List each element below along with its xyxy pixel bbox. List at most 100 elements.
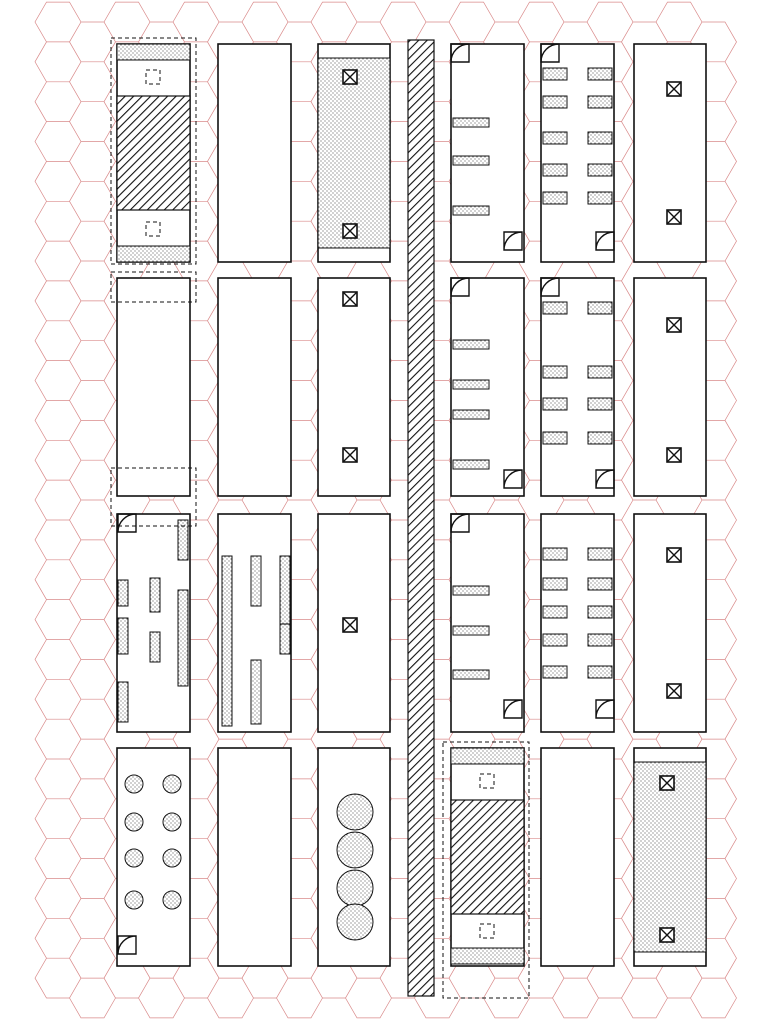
bunk-icon bbox=[542, 605, 568, 619]
table-seat bbox=[124, 848, 144, 868]
bunk-icon bbox=[587, 95, 613, 109]
deck-plate-top-b bbox=[450, 747, 525, 765]
bunk-icon bbox=[587, 605, 613, 619]
hatch-icon bbox=[479, 923, 495, 939]
cargo-bay-bottom bbox=[450, 799, 525, 915]
corridor-bunk bbox=[452, 205, 490, 216]
fixture-block bbox=[177, 589, 189, 687]
table-seat bbox=[162, 890, 182, 910]
floor-marker-cross bbox=[342, 69, 358, 85]
bunk-icon bbox=[542, 547, 568, 561]
stair-well-icon bbox=[503, 469, 523, 489]
room-c3-r2 bbox=[450, 513, 525, 733]
floor-marker-cross bbox=[666, 447, 682, 463]
bunk-icon bbox=[542, 163, 568, 177]
fixture-block bbox=[117, 681, 129, 723]
lounge-seat bbox=[336, 793, 374, 831]
lounge-seat bbox=[336, 869, 374, 907]
cargo-bay-top bbox=[116, 95, 191, 211]
floor-marker-cross bbox=[666, 209, 682, 225]
fixture-block bbox=[117, 579, 129, 607]
corridor-bunk bbox=[452, 669, 490, 680]
corridor-bunk bbox=[452, 117, 490, 128]
stair-well-icon bbox=[450, 277, 470, 297]
bunk-icon bbox=[587, 397, 613, 411]
room-c5-r2 bbox=[633, 513, 707, 733]
locker-rack bbox=[221, 555, 233, 727]
floor-marker-cross bbox=[666, 317, 682, 333]
room-layer bbox=[110, 37, 707, 999]
floor-marker-cross bbox=[666, 81, 682, 97]
floor-marker-cross bbox=[666, 683, 682, 699]
stair-well-icon bbox=[595, 231, 615, 251]
room-c0-r1 bbox=[116, 277, 191, 497]
floor-marker-cross bbox=[659, 775, 675, 791]
bunk-icon bbox=[542, 301, 568, 315]
table-seat bbox=[162, 812, 182, 832]
lounge-seat bbox=[336, 831, 374, 869]
bunk-icon bbox=[542, 67, 568, 81]
stair-well-icon bbox=[450, 43, 470, 63]
fixture-block bbox=[177, 519, 189, 561]
corridor-bunk bbox=[452, 625, 490, 636]
bunk-icon bbox=[542, 397, 568, 411]
deck-plate-top bbox=[116, 43, 191, 61]
stippled-deck-a bbox=[317, 57, 391, 249]
floor-marker-cross bbox=[666, 547, 682, 563]
bunk-icon bbox=[542, 431, 568, 445]
deck-plate-bottom bbox=[116, 245, 191, 263]
corridor-bunk bbox=[452, 339, 490, 350]
hatch-icon bbox=[145, 221, 161, 237]
locker-rack bbox=[279, 623, 291, 655]
stair-well-icon bbox=[117, 935, 137, 955]
table-seat bbox=[124, 774, 144, 794]
fixture-block bbox=[149, 577, 161, 613]
corridor-bunk bbox=[452, 155, 490, 166]
room-c4-r3 bbox=[540, 747, 615, 967]
airlock-icon bbox=[110, 271, 197, 303]
floor-marker-cross bbox=[342, 223, 358, 239]
bunk-icon bbox=[542, 633, 568, 647]
floor-marker-cross bbox=[659, 927, 675, 943]
stair-well-icon bbox=[450, 513, 470, 533]
bunk-icon bbox=[587, 67, 613, 81]
table-seat bbox=[162, 848, 182, 868]
table-seat bbox=[124, 812, 144, 832]
locker-rack bbox=[250, 555, 262, 607]
stair-well-icon bbox=[503, 231, 523, 251]
room-c5-r0 bbox=[633, 43, 707, 263]
bunk-icon bbox=[587, 301, 613, 315]
stippled-deck-b bbox=[633, 761, 707, 953]
stair-well-icon bbox=[503, 699, 523, 719]
bunk-icon bbox=[542, 665, 568, 679]
bunk-icon bbox=[542, 577, 568, 591]
room-c5-r1 bbox=[633, 277, 707, 497]
corridor-bunk bbox=[452, 409, 490, 420]
floor-marker-cross bbox=[342, 291, 358, 307]
bunk-icon bbox=[587, 577, 613, 591]
corridor-bunk bbox=[452, 585, 490, 596]
room-c1-r0 bbox=[217, 43, 292, 263]
stair-well-icon bbox=[595, 469, 615, 489]
bunk-icon bbox=[587, 131, 613, 145]
bunk-icon bbox=[587, 163, 613, 177]
bunk-icon bbox=[587, 191, 613, 205]
room-c2-r1 bbox=[317, 277, 391, 497]
bunk-icon bbox=[587, 431, 613, 445]
deck-plate-bottom-b bbox=[450, 947, 525, 965]
floor-marker-cross bbox=[342, 447, 358, 463]
locker-rack bbox=[250, 659, 262, 725]
bunk-icon bbox=[542, 95, 568, 109]
bunk-icon bbox=[587, 665, 613, 679]
room-c1-r1 bbox=[217, 277, 292, 497]
floor-marker-cross bbox=[342, 617, 358, 633]
corridor-bunk bbox=[452, 459, 490, 470]
stair-well-icon bbox=[540, 277, 560, 297]
hatch-icon bbox=[479, 773, 495, 789]
room-c3-r0 bbox=[450, 43, 525, 263]
hatch-icon bbox=[145, 69, 161, 85]
bunk-icon bbox=[587, 547, 613, 561]
bunk-icon bbox=[587, 365, 613, 379]
fixture-block bbox=[117, 617, 129, 655]
